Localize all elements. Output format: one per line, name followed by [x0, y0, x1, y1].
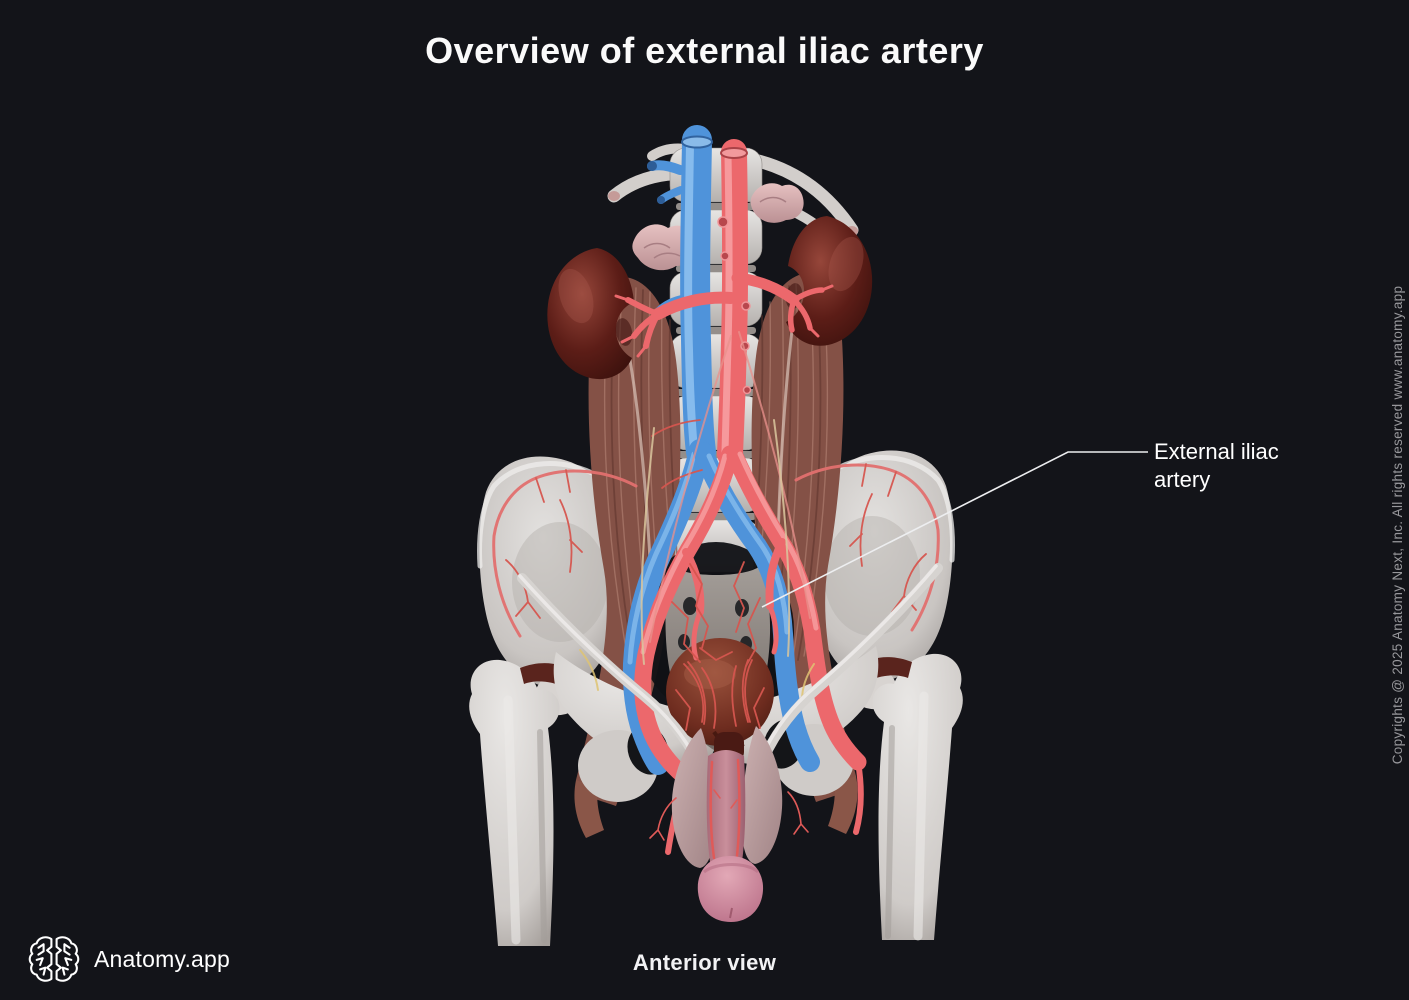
brain-right-hemisphere [55, 936, 80, 982]
brain-logo-icon [28, 932, 80, 986]
external-iliac-artery-label[interactable]: External iliac artery [1154, 439, 1279, 492]
brand-name: Anatomy.app [94, 945, 231, 972]
page-title: Overview of external iliac artery [425, 30, 984, 71]
kidney-left [547, 248, 634, 380]
ureters [628, 328, 794, 562]
inguinal-ligaments-spermatic-cords [517, 563, 943, 815]
copyright-watermark: Copyrights @ 2025 Anatomy Next, Inc. All… [1390, 285, 1405, 765]
small-arteries [492, 331, 940, 731]
leader-line [761, 451, 1148, 608]
view-label: Anterior view [632, 950, 777, 975]
brand-logo[interactable]: Anatomy.app [28, 932, 230, 986]
kidney-right [785, 216, 873, 346]
aorta-and-iliac-arteries [614, 139, 867, 855]
brain-left-hemisphere [28, 936, 53, 982]
adrenal-gland-left [632, 224, 696, 271]
male-genitalia [649, 726, 809, 922]
adrenal-gland-right [750, 183, 804, 223]
